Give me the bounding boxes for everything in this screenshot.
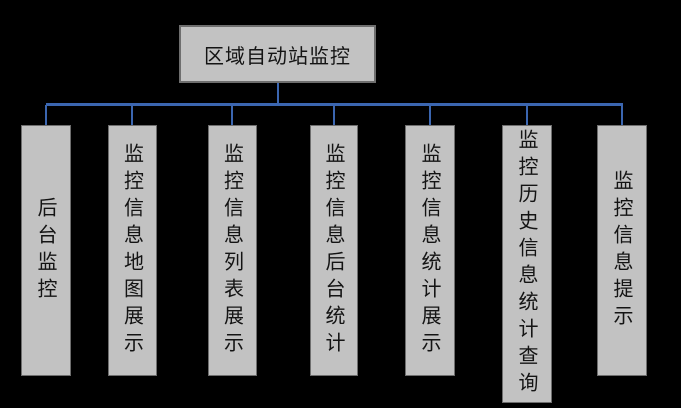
root-node-label: 区域自动站监控 (204, 43, 351, 68)
node-map-display: 监控信息地图展示 (108, 125, 157, 376)
node-label: 监控信息列表展示 (220, 142, 245, 359)
node-label: 监控信息后台统计 (322, 142, 346, 359)
connector-root-drop (277, 83, 279, 104)
connector-drop-3 (231, 105, 233, 125)
connector-drop-4 (333, 105, 335, 125)
node-backend-stats: 监控信息后台统计 (310, 125, 358, 376)
node-label: 监控信息地图展示 (120, 142, 145, 359)
node-label: 监控历史信息统计查询 (515, 129, 539, 399)
connector-drop-6 (526, 105, 528, 125)
connector-drop-5 (429, 105, 431, 125)
connector-drop-2 (131, 105, 133, 125)
root-node: 区域自动站监控 (179, 25, 376, 83)
node-history-stats-query: 监控历史信息统计查询 (502, 125, 552, 403)
node-stats-display: 监控信息统计展示 (405, 125, 455, 376)
node-label: 监控信息提示 (610, 169, 634, 332)
node-list-display: 监控信息列表展示 (208, 125, 257, 376)
connector-drop-1 (45, 105, 47, 125)
node-label: 监控信息统计展示 (418, 142, 442, 359)
connector-drop-7 (621, 105, 623, 125)
node-info-alert: 监控信息提示 (597, 125, 647, 376)
connector-horizontal-bus (46, 103, 623, 106)
node-label: 后台监控 (34, 196, 58, 305)
node-backend-monitor: 后台监控 (21, 125, 71, 376)
